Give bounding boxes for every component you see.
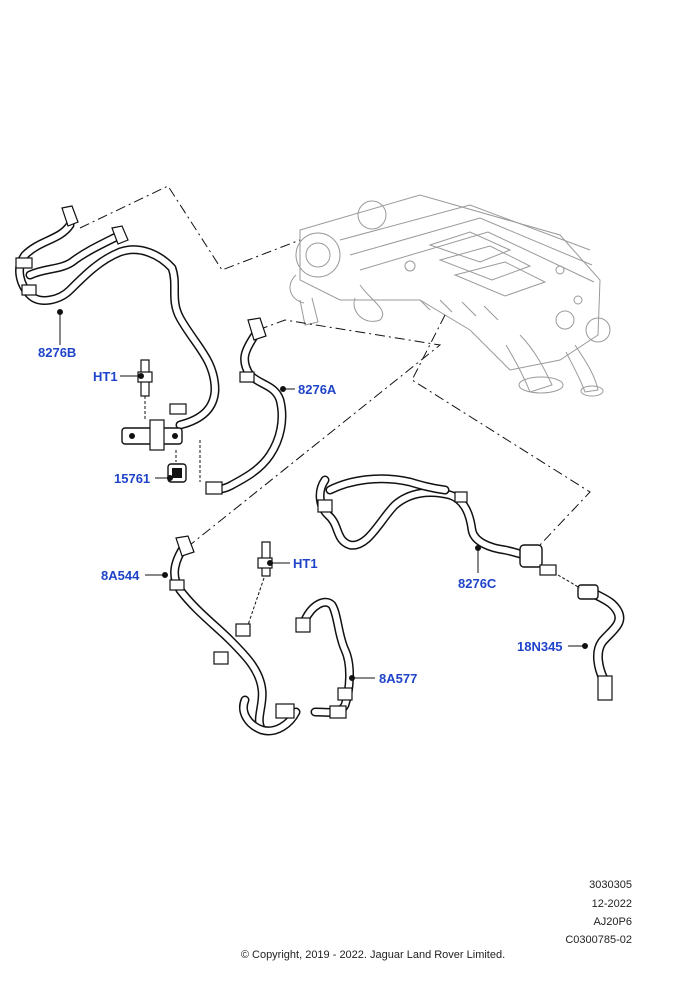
hose-8276C <box>315 474 557 576</box>
callout-8A577: 8A577 <box>379 671 417 686</box>
ht1-lower-part <box>247 541 273 626</box>
revision-date: 12-2022 <box>591 898 632 910</box>
callout-8A544: 8A544 <box>101 568 140 583</box>
reference-number: 3030305 <box>589 879 632 891</box>
callout-8276B: 8276B <box>38 345 76 360</box>
engine-code: AJ20P6 <box>593 916 632 928</box>
ht1-upper-part <box>137 359 153 420</box>
illustration-id: C0300785-02 <box>565 934 632 946</box>
hose-8A544 <box>169 535 301 736</box>
hose-8A577 <box>295 597 354 719</box>
callout-ht1-upper: HT1 <box>93 369 118 384</box>
callout-leaders <box>57 309 588 681</box>
callout-15761: 15761 <box>114 471 150 486</box>
callout-8276C: 8276C <box>458 576 497 591</box>
copyright-notice: © Copyright, 2019 - 2022. Jaguar Land Ro… <box>240 949 506 961</box>
callout-8276A: 8276A <box>298 382 337 397</box>
leader-lines <box>79 185 591 546</box>
hose-18N345 <box>557 574 625 701</box>
valve-assembly <box>121 419 183 451</box>
callout-18N345: 18N345 <box>517 639 563 654</box>
hose-8276A <box>199 317 287 495</box>
engine-assembly <box>289 194 611 397</box>
callout-ht1-lower: HT1 <box>293 556 318 571</box>
hose-8276B <box>15 205 220 430</box>
